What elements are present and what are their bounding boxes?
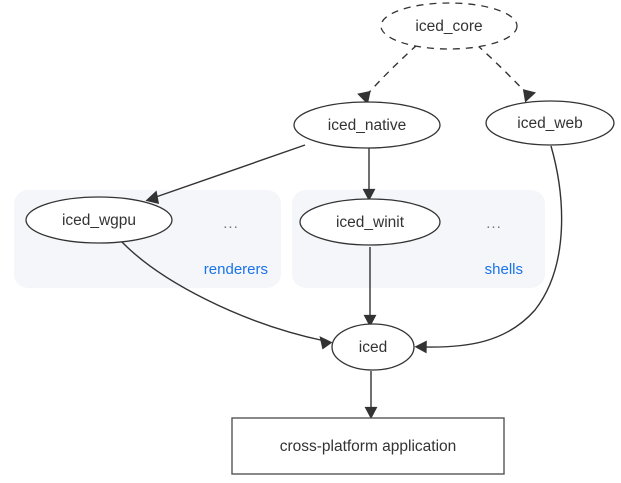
iced-winit-shape[interactable] [299,198,441,246]
edge-iced-native-to-iced-winit [362,148,376,202]
node-iced-web[interactable]: iced_web [485,100,615,146]
iced-web-shape[interactable] [485,100,615,146]
arrowhead-icon [364,406,378,420]
arrowhead-icon [145,190,160,204]
edge-iced-wgpu-to-iced [121,241,333,350]
edge-iced-winit-to-iced [363,247,377,328]
edge-iced-to-application [364,371,378,420]
edge-iced-core-to-iced-web [476,44,537,103]
arrowhead-icon [362,188,376,202]
arrowhead-icon [414,340,427,354]
node-iced-native[interactable]: iced_native [293,101,441,149]
iced-native-label: iced_native [328,117,406,134]
node-iced[interactable]: iced [331,323,415,371]
node-application[interactable]: cross-platform application [231,417,505,475]
cluster-label-shells: shells [485,261,523,278]
edge-iced-core-to-iced-native [357,44,418,105]
iced-wgpu-shape[interactable] [25,196,173,244]
shells-ellipsis: ... [486,215,502,232]
iced-core-shape[interactable] [380,2,518,50]
arrowhead-icon [319,336,333,350]
node-iced-core[interactable]: iced_core [380,2,518,50]
edge-iced-web-to-iced [414,145,563,354]
iced-label: iced [359,339,387,356]
iced-shape[interactable] [331,323,415,371]
cluster-label-renderers: renderers [204,261,268,278]
iced-web-label: iced_web [517,115,583,132]
iced-wgpu-label: iced_wgpu [62,212,136,229]
arrowhead-icon [357,90,371,105]
arrowhead-icon [363,314,377,328]
arrowhead-icon [522,89,537,103]
renderers-ellipsis: ... [223,215,239,232]
iced-core-label: iced_core [415,18,482,35]
iced-winit-label: iced_winit [336,214,405,231]
application-shape[interactable] [231,417,505,475]
node-iced-winit[interactable]: iced_winit [299,198,441,246]
edge-iced-native-to-iced-wgpu [145,144,306,204]
iced-native-shape[interactable] [293,101,441,149]
node-iced-wgpu[interactable]: iced_wgpu [25,196,173,244]
application-label: cross-platform application [280,438,457,455]
